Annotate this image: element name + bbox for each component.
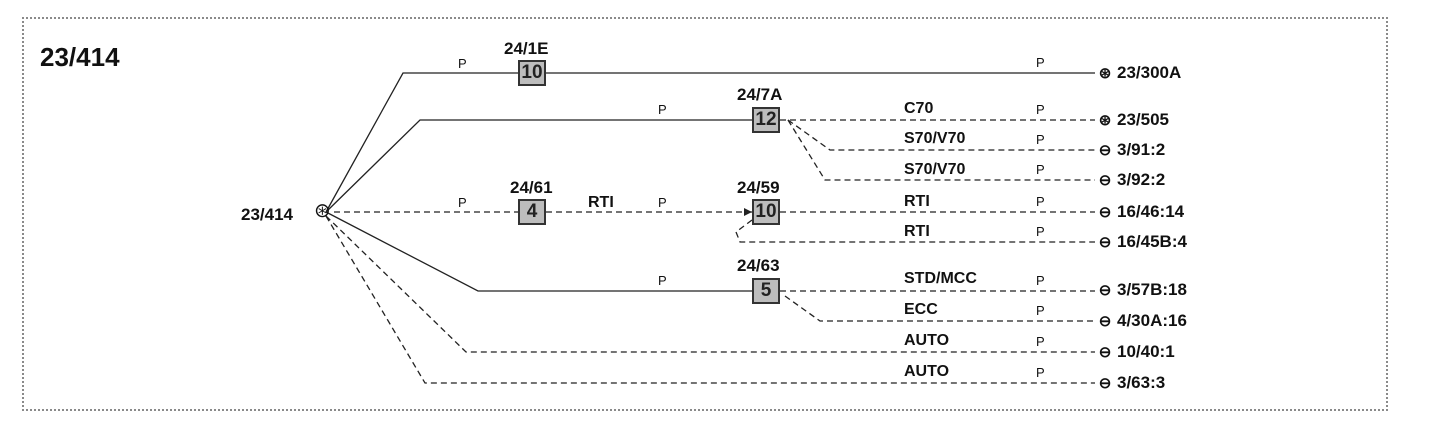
connector-icon: ⊖: [1098, 142, 1112, 159]
output-destination: ⊖3/91:2: [1098, 140, 1166, 159]
connector-icon: ⊖: [1098, 375, 1112, 392]
splice-box: 10: [518, 60, 546, 86]
source-label: 23/414: [241, 205, 293, 224]
output-p-label: P: [1036, 273, 1045, 288]
rti-wire-2: [735, 219, 1095, 243]
ground-star-icon: ⊛: [1098, 112, 1112, 129]
splice-id-label: 24/63: [737, 256, 780, 275]
output-destination: ⊖16/46:14: [1098, 202, 1185, 221]
output-destination: ⊖3/57B:18: [1098, 280, 1187, 299]
branch-1-p-label: P: [458, 56, 467, 71]
splice-box: 10: [752, 199, 780, 225]
splice-id-label: 24/7A: [737, 85, 783, 104]
splice-id-label: 24/59: [737, 178, 780, 197]
output-condition: C70: [904, 100, 934, 117]
output-p-label: P: [1036, 162, 1045, 177]
splice-id-label: 24/61: [510, 178, 553, 197]
branch-3-rti-label: RTI: [588, 194, 614, 211]
connector-icon: ⊖: [1098, 204, 1112, 221]
output-destination: ⊖3/92:2: [1098, 170, 1166, 189]
output-condition: RTI: [904, 223, 930, 240]
splice-id-label: 24/1E: [504, 39, 549, 58]
splice-box: 5: [752, 278, 780, 304]
splice-box: 4: [518, 199, 546, 225]
output-p-label: P: [1036, 194, 1045, 209]
ground-star-icon: ⊛: [1098, 65, 1112, 82]
diagram-frame: [22, 17, 1388, 411]
auto-wire-1: [325, 215, 1095, 353]
connector-icon: ⊖: [1098, 282, 1112, 299]
output-condition: AUTO: [904, 332, 950, 349]
output-p-label: P: [1036, 303, 1045, 318]
ecc-wire: [784, 295, 1095, 322]
connector-icon: ⊖: [1098, 344, 1112, 361]
branch-4-p-label: P: [658, 273, 667, 288]
connector-icon: ⊖: [1098, 313, 1112, 330]
branch-3-p2-label: P: [658, 195, 667, 210]
output-p-label: P: [1036, 365, 1045, 380]
connector-icon: ⊖: [1098, 234, 1112, 251]
branch-4-wire: [325, 211, 752, 292]
s70v70-wire-1: [787, 119, 1095, 151]
ground-star-icon: ⊛: [314, 200, 331, 222]
output-condition: ECC: [904, 301, 938, 318]
diagram-title: 23/414: [40, 42, 120, 72]
output-condition: AUTO: [904, 363, 950, 380]
branch-1-wire: [325, 72, 518, 213]
branch-2-wire: [325, 119, 752, 213]
connector-icon: ⊖: [1098, 172, 1112, 189]
output-p-label: P: [1036, 132, 1045, 147]
arrow-24-59: [744, 208, 752, 216]
output-destination: ⊖3/63:3: [1098, 373, 1166, 392]
output-condition: S70/V70: [904, 161, 966, 178]
output-destination: ⊖4/30A:16: [1098, 311, 1187, 330]
output-destination: ⊛23/505: [1098, 110, 1169, 129]
s70v70-wire-2: [787, 119, 1095, 181]
auto-wire-2: [325, 215, 1095, 384]
output-p-label: P: [1036, 224, 1045, 239]
branch-3-p-label: P: [458, 195, 467, 210]
splice-box: 12: [752, 107, 780, 133]
output-condition: STD/MCC: [904, 270, 977, 287]
output-condition: RTI: [904, 193, 930, 210]
output-p-label: P: [1036, 102, 1045, 117]
branch-2-p-label: P: [658, 102, 667, 117]
output-condition: S70/V70: [904, 130, 966, 147]
output-destination: ⊛23/300A: [1098, 63, 1182, 82]
output-p-label: P: [1036, 334, 1045, 349]
output-p-label: P: [1036, 55, 1045, 70]
output-destination: ⊖10/40:1: [1098, 342, 1175, 361]
output-destination: ⊖16/45B:4: [1098, 232, 1187, 251]
